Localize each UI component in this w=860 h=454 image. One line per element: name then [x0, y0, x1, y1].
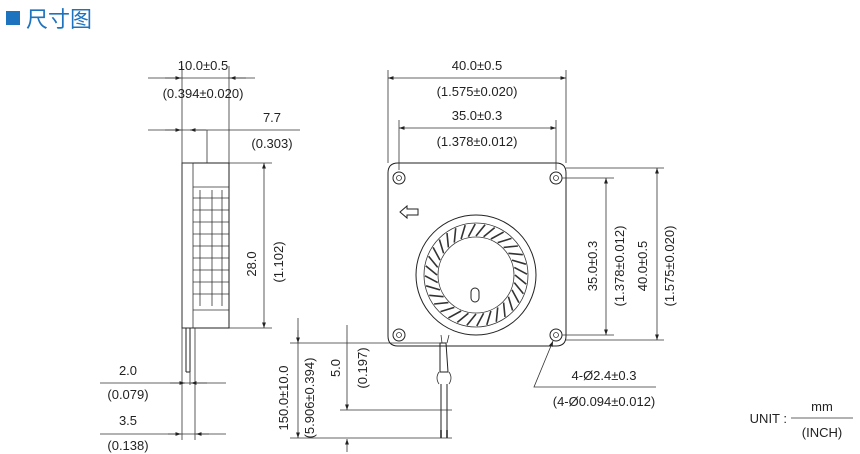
hole-height-mm: 35.0±0.3 [585, 241, 600, 292]
impeller-blade [476, 312, 485, 327]
impeller-blade [502, 302, 506, 317]
hole-leader [533, 340, 656, 388]
impeller-blade [514, 274, 527, 285]
impeller-blade [453, 228, 457, 243]
mounting-holes [392, 171, 563, 342]
front-body-outline [387, 162, 567, 347]
front-view: 40.0±0.5 (1.575±0.020) 35.0±0.3 (1.378±0… [387, 58, 677, 409]
outer-width-inch: (1.575±0.020) [437, 84, 518, 99]
impeller-blade [511, 289, 520, 303]
impeller-blade [513, 282, 525, 295]
height-inch: (1.102) [271, 241, 286, 282]
unit-legend: UNIT : mm (INCH) [750, 399, 853, 440]
impeller-blade [448, 310, 462, 319]
airflow-arrow-icon [399, 204, 419, 220]
impeller-blade [495, 307, 499, 322]
hole-height-inch: (1.378±0.012) [612, 226, 627, 307]
impeller-blade [508, 252, 523, 256]
impeller-blade [424, 275, 439, 284]
offset-mm: 7.7 [263, 110, 281, 125]
holes-mm: 4-Ø2.4±0.3 [572, 368, 637, 383]
impeller-blade [513, 266, 528, 275]
impeller-blade [497, 237, 512, 244]
impeller-blade [475, 224, 486, 237]
impeller-blade [456, 312, 469, 324]
impeller-housing [415, 214, 537, 336]
impeller-blade [427, 255, 439, 268]
impeller-blade [483, 226, 496, 238]
impeller-blade [490, 231, 504, 240]
hole-width-mm: 35.0±0.3 [452, 108, 503, 123]
impeller-blade [466, 313, 477, 326]
holes-inch: (4-Ø0.094±0.012) [553, 394, 656, 409]
impeller-blade [460, 224, 466, 240]
impeller-blade [467, 223, 476, 238]
hole-width-inch: (1.378±0.012) [437, 134, 518, 149]
pin-a-mm: 2.0 [119, 363, 137, 378]
lead-wire: 150.0±10.0 (5.906±0.394) 5.0 (0.197) [276, 318, 452, 452]
offset-inch: (0.303) [251, 136, 292, 151]
impeller-hub [437, 236, 515, 314]
impeller-blade [507, 296, 514, 311]
section-title: 尺寸图 [26, 8, 93, 33]
impeller-blade [440, 306, 455, 313]
side-fins [193, 190, 229, 306]
pin-b-inch: (0.138) [107, 438, 148, 453]
impeller-blade [434, 301, 449, 305]
wire-sleeve [439, 342, 449, 373]
unit-numerator: mm [811, 399, 833, 414]
outer-height-mm: 40.0±0.5 [635, 241, 650, 292]
impeller-blade [425, 285, 441, 291]
impeller-blade [486, 310, 492, 326]
unit-label: UNIT : [750, 411, 787, 426]
square-bullet-icon [6, 11, 20, 25]
outer-height-inch: (1.575±0.020) [662, 226, 677, 307]
hub-label-slot [470, 287, 480, 303]
pin-b-mm: 3.5 [119, 413, 137, 428]
impeller-blade [432, 247, 441, 261]
impeller-blade [446, 233, 450, 248]
height-mm: 28.0 [244, 251, 259, 276]
section-header: 尺寸图 [6, 4, 93, 33]
impeller-blade [425, 265, 438, 276]
thickness-mm: 10.0±0.5 [178, 58, 229, 73]
impeller-blade [429, 294, 444, 298]
strip-inch: (0.197) [355, 347, 370, 388]
impeller-blade [438, 239, 445, 254]
outer-width-mm: 40.0±0.5 [452, 58, 503, 73]
thickness-inch: (0.394±0.020) [163, 86, 244, 101]
impeller-blade [511, 259, 527, 265]
unit-denominator: (INCH) [802, 425, 842, 440]
impeller-blade [503, 245, 518, 249]
impeller-blades [424, 223, 528, 327]
side-view: 10.0±0.5 (0.394±0.020) 7.7 (0.303) 28.0 … [100, 58, 300, 453]
lead-length-mm: 150.0±10.0 [276, 366, 291, 431]
strip-mm: 5.0 [328, 359, 343, 377]
lead-length-inch: (5.906±0.394) [302, 358, 317, 439]
pin-a-inch: (0.079) [107, 387, 148, 402]
